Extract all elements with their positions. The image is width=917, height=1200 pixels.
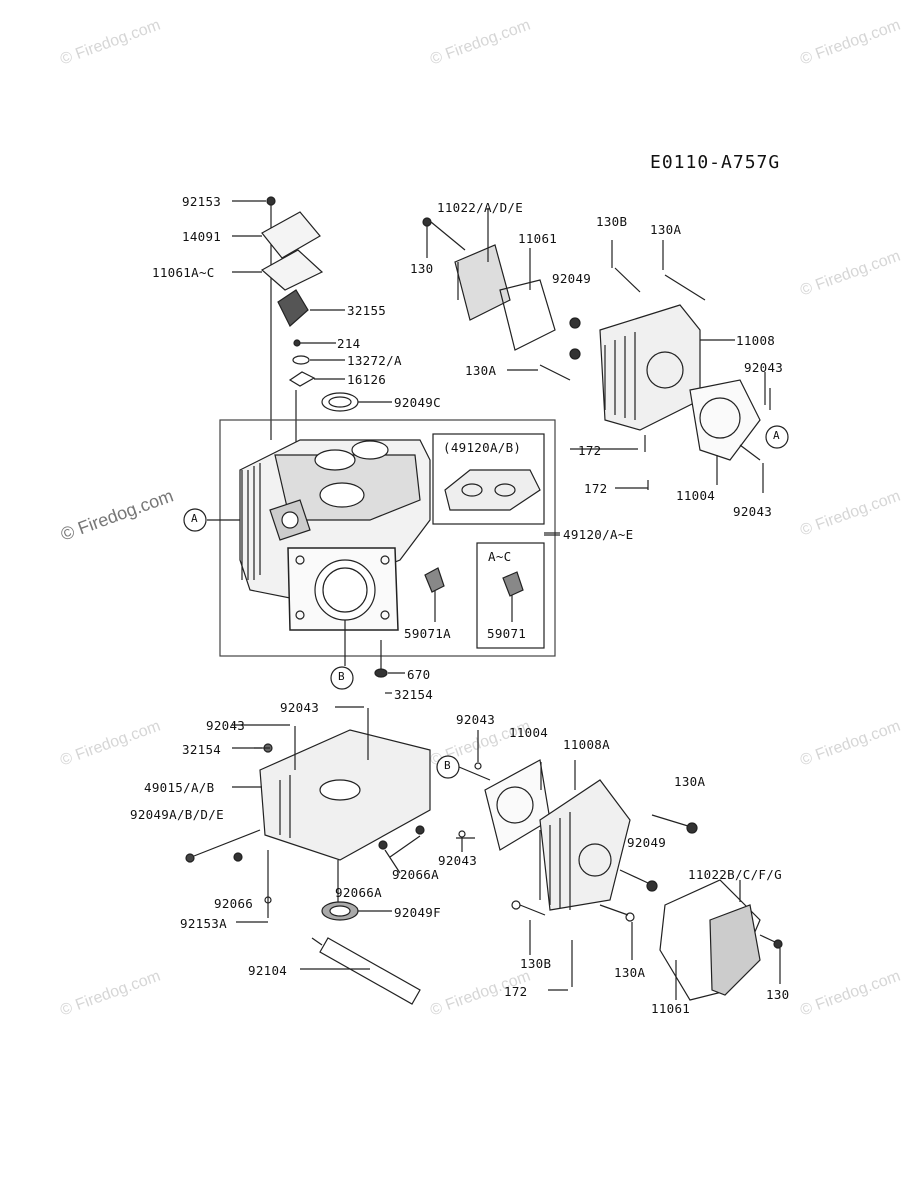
part-label: 92066 [214,896,254,911]
part-label: 11061 [651,1001,691,1016]
part-label: 670 [407,667,431,682]
part-label: 11061 [518,231,558,246]
part-label: 11022/A/D/E [437,200,524,215]
cylinder-head-lower [436,730,783,1001]
part-label: 92049F [394,905,441,920]
callout-a-right: A [773,429,780,442]
part-label: 13272/A [347,353,402,368]
diagram-id: E0110-A757G [650,152,781,173]
part-label: 92043 [733,504,773,519]
inset-label: A~C [488,549,512,564]
part-label: 11061A~C [152,265,215,280]
part-label: 130A [650,222,682,237]
part-label: 92043 [438,853,478,868]
part-label: 14091 [182,229,222,244]
part-label: 11004 [509,725,549,740]
part-label: 130 [410,261,434,276]
part-label: 92049 [627,835,667,850]
part-label: 92043 [206,718,246,733]
part-label: 59071 [487,626,527,641]
part-label: 32154 [394,687,434,702]
part-label: 92043 [744,360,784,375]
inset-box-59071 [476,542,545,649]
crankcase-block [219,419,556,657]
part-label: 49015/A/B [144,780,215,795]
part-label: 11004 [676,488,716,503]
part-label: 92043 [280,700,320,715]
part-label: 92066A [335,885,382,900]
part-label: 92066A [392,867,439,882]
part-label: 11008A [563,737,610,752]
part-label: 49120/A~E [563,527,634,542]
part-label: 92049A/B/D/E [130,807,224,822]
part-label: 130B [596,214,628,229]
part-label: 92104 [248,963,288,978]
callout-a-left: A [191,512,198,525]
part-label: 92049 [552,271,592,286]
part-label: 16126 [347,372,387,387]
part-label: 130 [766,987,790,1002]
part-label: 130B [520,956,552,971]
part-label: 92153A [180,916,227,931]
breather-cover-stack [232,196,392,450]
part-label: 130A [674,774,706,789]
part-label: 130A [465,363,497,378]
part-label: 172 [578,443,602,458]
cylinder-head-upper [422,208,789,536]
inset-label: (49120A/B) [443,440,522,455]
part-label: 59071A [404,626,451,641]
callout-b-center: B [338,670,345,683]
part-label: 172 [584,481,608,496]
part-label: 214 [337,336,361,351]
inset-box-49120ab [432,433,545,525]
part-label: 172 [504,984,528,999]
part-label: 130A [614,965,646,980]
part-label: 92043 [456,712,496,727]
part-label: 92153 [182,194,222,209]
callout-b-lower: B [444,759,451,772]
part-label: 32154 [182,742,222,757]
part-label: 32155 [347,303,387,318]
crankcase-base [185,708,431,1005]
part-label: 11022B/C/F/G [688,867,782,882]
part-label: 92049C [394,395,441,410]
part-label: 11008 [736,333,776,348]
